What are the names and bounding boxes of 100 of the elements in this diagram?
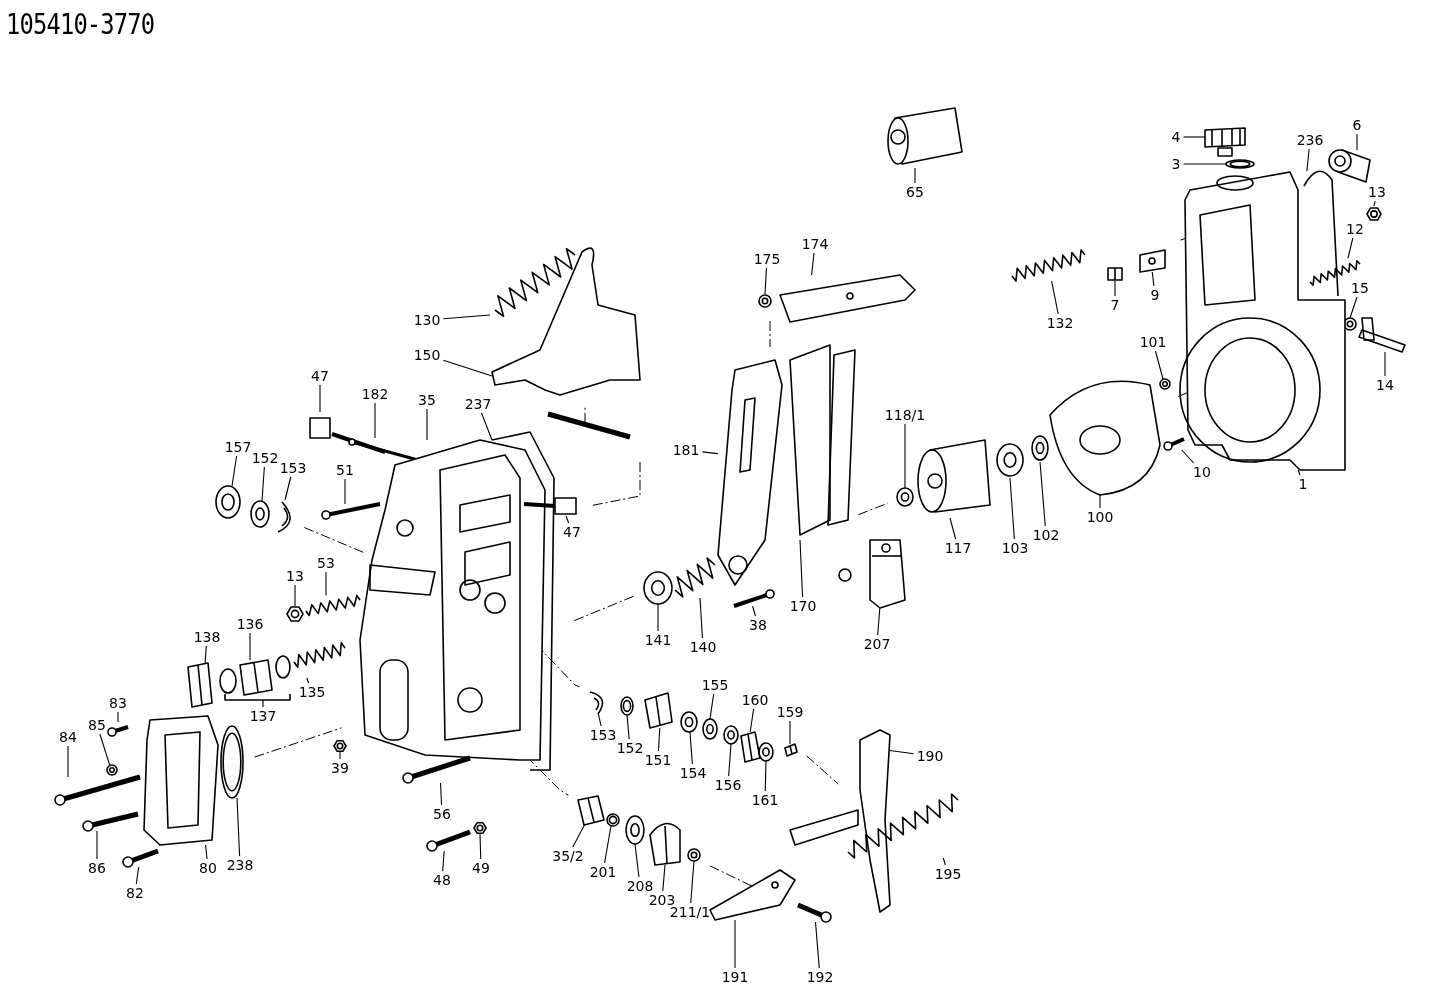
- callout-number: 201: [588, 864, 618, 880]
- plug: [577, 795, 605, 826]
- callout-number: 175: [752, 251, 782, 267]
- callout-number: 153: [588, 727, 618, 743]
- nut: [643, 571, 673, 605]
- leader-line: [1154, 350, 1164, 380]
- callout-number: 153: [278, 460, 308, 476]
- leader-line: [1181, 449, 1195, 464]
- leader-line: [749, 708, 755, 733]
- callout-number: 100: [1085, 509, 1115, 525]
- callout-number: 84: [58, 729, 78, 745]
- callout-number: 152: [615, 740, 645, 756]
- callout-number: 161: [750, 792, 780, 808]
- leader-line: [689, 731, 693, 765]
- callout-number: 150: [412, 347, 442, 363]
- callout-number: 138: [192, 629, 222, 645]
- callout-number: 14: [1375, 377, 1395, 393]
- callout-number: 47: [310, 368, 330, 384]
- control-lever: [491, 247, 641, 440]
- bolt: [321, 502, 381, 520]
- leader-line: [1349, 296, 1358, 319]
- callout-number: 3: [1170, 156, 1182, 172]
- o-ring: [620, 696, 634, 716]
- callout-number: 56: [432, 806, 452, 822]
- bolt: [82, 811, 139, 832]
- callout-number: 137: [248, 708, 278, 724]
- gasket: [491, 431, 555, 771]
- bolt: [1107, 267, 1123, 281]
- leader-line: [942, 857, 946, 866]
- callout-number: 160: [740, 692, 770, 708]
- leader-line: [319, 384, 321, 413]
- leader-line: [480, 412, 493, 441]
- leader-line: [572, 824, 585, 848]
- leader-line: [1347, 237, 1354, 259]
- leader-line: [1306, 148, 1310, 172]
- leader-line: [294, 584, 296, 607]
- leader-line: [117, 711, 119, 723]
- leader-line: [565, 515, 570, 524]
- callout-number: 103: [1000, 540, 1030, 556]
- callout-number: 83: [108, 695, 128, 711]
- spring: [494, 247, 576, 318]
- bolt: [1358, 317, 1406, 353]
- plug-cap: [1204, 127, 1246, 157]
- screw: [107, 725, 129, 737]
- leader-line: [1051, 280, 1059, 315]
- bolt: [797, 902, 832, 923]
- callout-number: 140: [688, 639, 718, 655]
- leader-line: [728, 743, 732, 777]
- washer: [106, 764, 118, 776]
- callout-number: 136: [235, 616, 265, 632]
- callout-number: 154: [678, 765, 708, 781]
- leader-line: [96, 830, 98, 860]
- leader-line: [764, 760, 767, 792]
- callout-number: 236: [1295, 132, 1325, 148]
- tension-lever: [717, 359, 783, 586]
- screw-plug: [1328, 149, 1371, 183]
- leader-line: [1009, 477, 1015, 540]
- callout-number: 132: [1045, 315, 1075, 331]
- leader-line: [306, 677, 310, 684]
- plug: [887, 107, 963, 165]
- leader-line: [1114, 280, 1116, 297]
- callout-number: 39: [330, 760, 350, 776]
- callout-number: 85: [87, 717, 107, 733]
- washer: [625, 815, 645, 845]
- bolt: [426, 829, 471, 852]
- leader-line: [914, 167, 916, 184]
- washer: [702, 718, 718, 740]
- circlip: [277, 501, 291, 533]
- washer: [687, 848, 701, 862]
- leader-line: [442, 850, 445, 872]
- leader-line: [1039, 461, 1046, 527]
- leader-line: [626, 714, 630, 740]
- callout-number: 65: [905, 184, 925, 200]
- block: [838, 539, 906, 609]
- guide-lever: [789, 344, 856, 536]
- callout-number: 7: [1109, 297, 1121, 313]
- o-ring: [220, 725, 244, 799]
- adjusting-nut: [219, 659, 273, 696]
- callout-number: 156: [713, 777, 743, 793]
- callout-number: 82: [125, 885, 145, 901]
- callout-number: 35: [417, 392, 437, 408]
- callout-number: 1: [1297, 476, 1309, 492]
- pipe: [1303, 170, 1339, 297]
- leader-line: [339, 751, 341, 760]
- callout-number: 49: [471, 860, 491, 876]
- leader-line: [877, 607, 881, 636]
- leader-line: [799, 539, 804, 598]
- leader-line: [811, 252, 815, 276]
- bolt: [309, 417, 386, 454]
- bolt: [54, 774, 141, 806]
- pin: [1159, 378, 1171, 390]
- key: [784, 743, 798, 757]
- callout-number: 237: [463, 396, 493, 412]
- leader-line: [67, 745, 69, 778]
- leader-line: [690, 860, 695, 904]
- callout-number: 13: [1367, 184, 1387, 200]
- bolt: [523, 497, 577, 515]
- leader-line: [701, 451, 719, 455]
- leader-line: [231, 455, 238, 487]
- callout-number: 238: [225, 857, 255, 873]
